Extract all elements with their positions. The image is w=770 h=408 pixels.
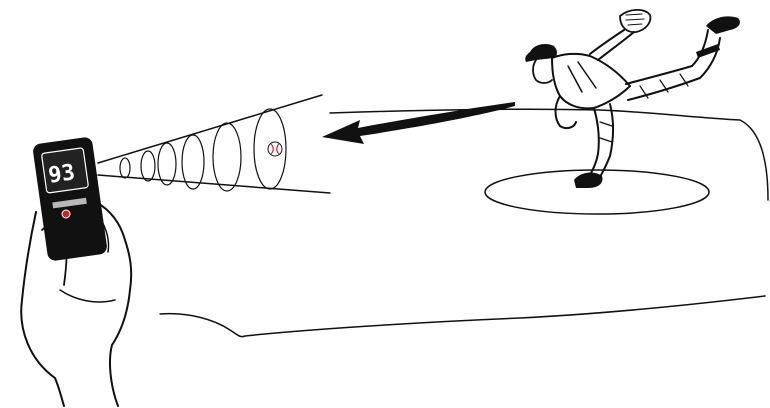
radar-gun-screen: [41, 147, 89, 194]
baseball-icon: [267, 141, 283, 157]
glove-icon: [619, 8, 652, 33]
radar-gun: 93: [33, 137, 107, 261]
trigger-button: [61, 209, 71, 219]
pitch-direction-arrow: [322, 102, 515, 144]
pitchers-mound: [484, 169, 710, 215]
field-outline-top: [329, 108, 769, 201]
front-shoe: [574, 172, 603, 188]
baseball-field: [159, 108, 769, 338]
back-shoe: [706, 16, 740, 34]
radar-beam: [97, 94, 331, 194]
speed-readout: 93: [47, 160, 77, 188]
field-outline-bottom: [159, 295, 766, 338]
radar-gun-button-strip: [52, 197, 87, 209]
pitcher: [525, 8, 740, 188]
cap: [525, 44, 557, 62]
